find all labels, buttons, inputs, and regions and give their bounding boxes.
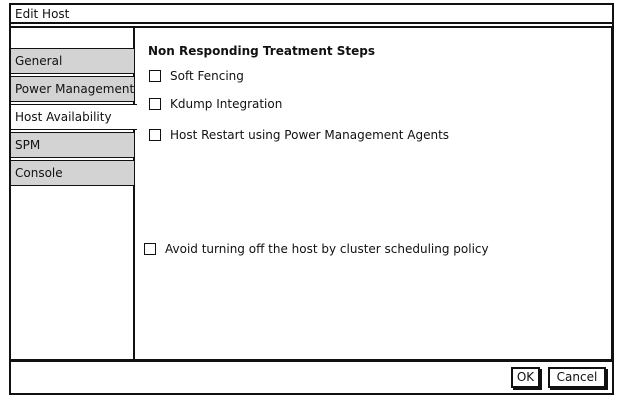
host-restart-option[interactable]: Host Restart using Power Management Agen… xyxy=(149,128,449,142)
ok-button[interactable]: OK xyxy=(511,367,540,388)
soft-fencing-checkbox[interactable] xyxy=(149,70,161,82)
kdump-integration-label: Kdump Integration xyxy=(170,97,283,111)
kdump-integration-option[interactable]: Kdump Integration xyxy=(149,97,282,111)
sidebar-item-power-management[interactable]: Power Management xyxy=(11,76,135,102)
sidebar-item-spm[interactable]: SPM xyxy=(11,132,135,158)
avoid-turning-off-checkbox[interactable] xyxy=(144,243,156,255)
avoid-turning-off-option[interactable]: Avoid turning off the host by cluster sc… xyxy=(144,242,489,256)
host-restart-checkbox[interactable] xyxy=(149,129,161,141)
soft-fencing-label: Soft Fencing xyxy=(170,69,244,83)
avoid-turning-off-label: Avoid turning off the host by cluster sc… xyxy=(165,242,489,256)
dialog-title: Edit Host xyxy=(11,5,612,24)
sidebar-item-general[interactable]: General xyxy=(11,48,135,74)
soft-fencing-option[interactable]: Soft Fencing xyxy=(149,69,244,83)
sidebar-item-host-availability[interactable]: Host Availability xyxy=(11,104,137,130)
sidebar: General Power Management Host Availabili… xyxy=(11,28,137,359)
cancel-button[interactable]: Cancel xyxy=(548,367,606,388)
content-frame: General Power Management Host Availabili… xyxy=(9,26,614,362)
host-restart-label: Host Restart using Power Management Agen… xyxy=(170,128,450,142)
edit-host-dialog: Edit Host General Power Management Host … xyxy=(9,3,614,395)
main-panel: Non Responding Treatment Steps Soft Fenc… xyxy=(135,28,611,359)
dialog-footer: OK Cancel xyxy=(11,359,612,393)
kdump-integration-checkbox[interactable] xyxy=(149,98,161,110)
section-title: Non Responding Treatment Steps xyxy=(148,44,376,58)
sidebar-item-console[interactable]: Console xyxy=(11,160,135,186)
